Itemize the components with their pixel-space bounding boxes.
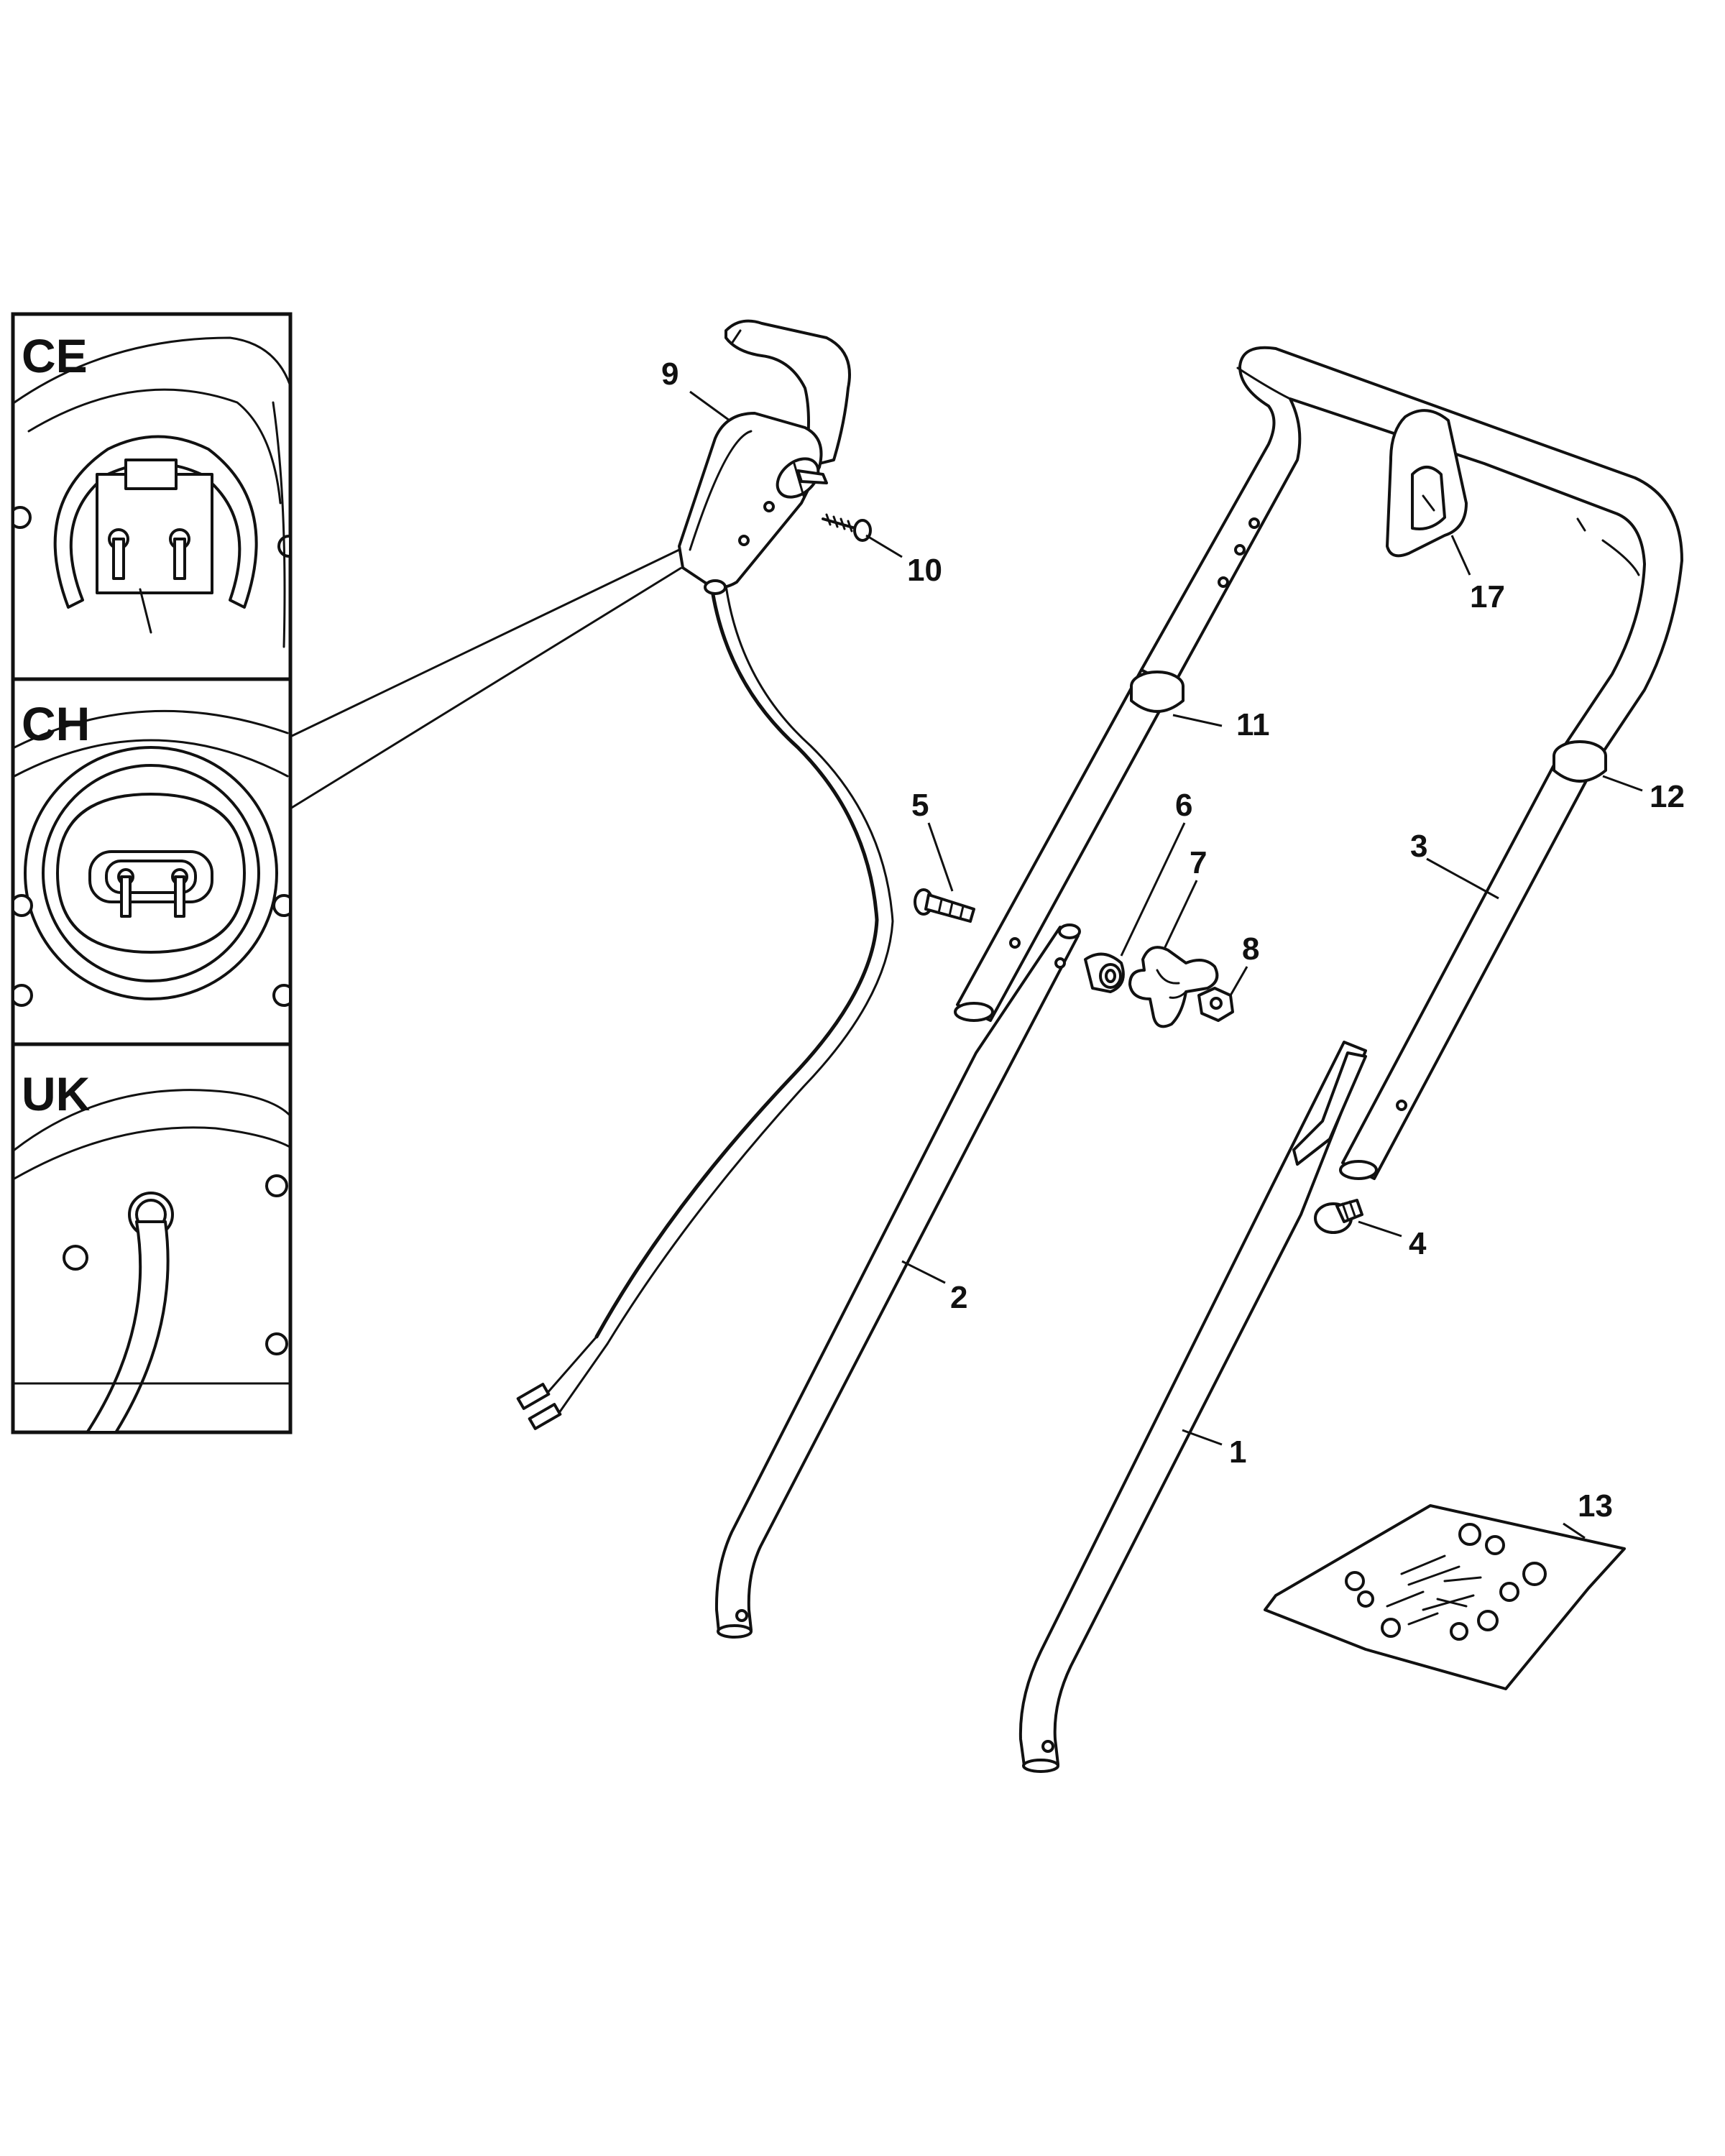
variant-label-ce: CE	[22, 329, 88, 382]
upper-handle-tube-left	[956, 668, 1174, 1022]
bolt-part-5	[914, 888, 975, 923]
ch-socket-drawing	[14, 709, 289, 1007]
callout-17: 17	[1470, 579, 1505, 614]
callout-10: 10	[907, 553, 942, 588]
handle-tubes	[714, 346, 1683, 1773]
star-knob-part-7	[1128, 946, 1219, 1028]
cable-hook-clip	[1386, 409, 1468, 558]
callout-leader-lines	[689, 390, 1643, 1539]
callout-1: 1	[1229, 1434, 1246, 1470]
callout-13: 13	[1578, 1488, 1613, 1524]
callout-5: 5	[911, 788, 929, 823]
upper-handle-tube-right	[1341, 746, 1597, 1180]
callout-12: 12	[1650, 779, 1685, 814]
plug-variants-inset: CE CH UK	[11, 312, 293, 1434]
callout-9: 9	[661, 356, 678, 392]
callout-numbers: 9 10 17 11 12 5 6 7 8 3 4 2 1 13	[661, 356, 1685, 1524]
callout-3: 3	[1410, 829, 1427, 864]
callout-8: 8	[1242, 931, 1259, 967]
top-handle-bar	[1140, 346, 1683, 765]
variant-label-uk: UK	[22, 1067, 91, 1120]
inset-connector-lines	[290, 548, 682, 810]
callout-11: 11	[1236, 707, 1270, 742]
nut-part-8	[1197, 987, 1234, 1022]
uk-cable-entry-drawing	[14, 1089, 289, 1431]
power-cable	[594, 584, 879, 1339]
variant-label-ch: CH	[22, 697, 90, 750]
screw-part-10	[822, 513, 872, 542]
callout-2: 2	[950, 1280, 967, 1315]
callout-4: 4	[1409, 1226, 1427, 1261]
switch-box-assembly	[516, 319, 894, 1430]
knob-part-4	[1314, 1199, 1363, 1234]
ce-socket-drawing	[14, 336, 289, 648]
callout-7: 7	[1190, 845, 1207, 880]
lower-handle-tube-left	[714, 926, 1080, 1633]
hardware-bag-part-13	[1264, 1504, 1626, 1690]
callout-6: 6	[1175, 788, 1192, 823]
washer-part-6	[1084, 952, 1125, 993]
